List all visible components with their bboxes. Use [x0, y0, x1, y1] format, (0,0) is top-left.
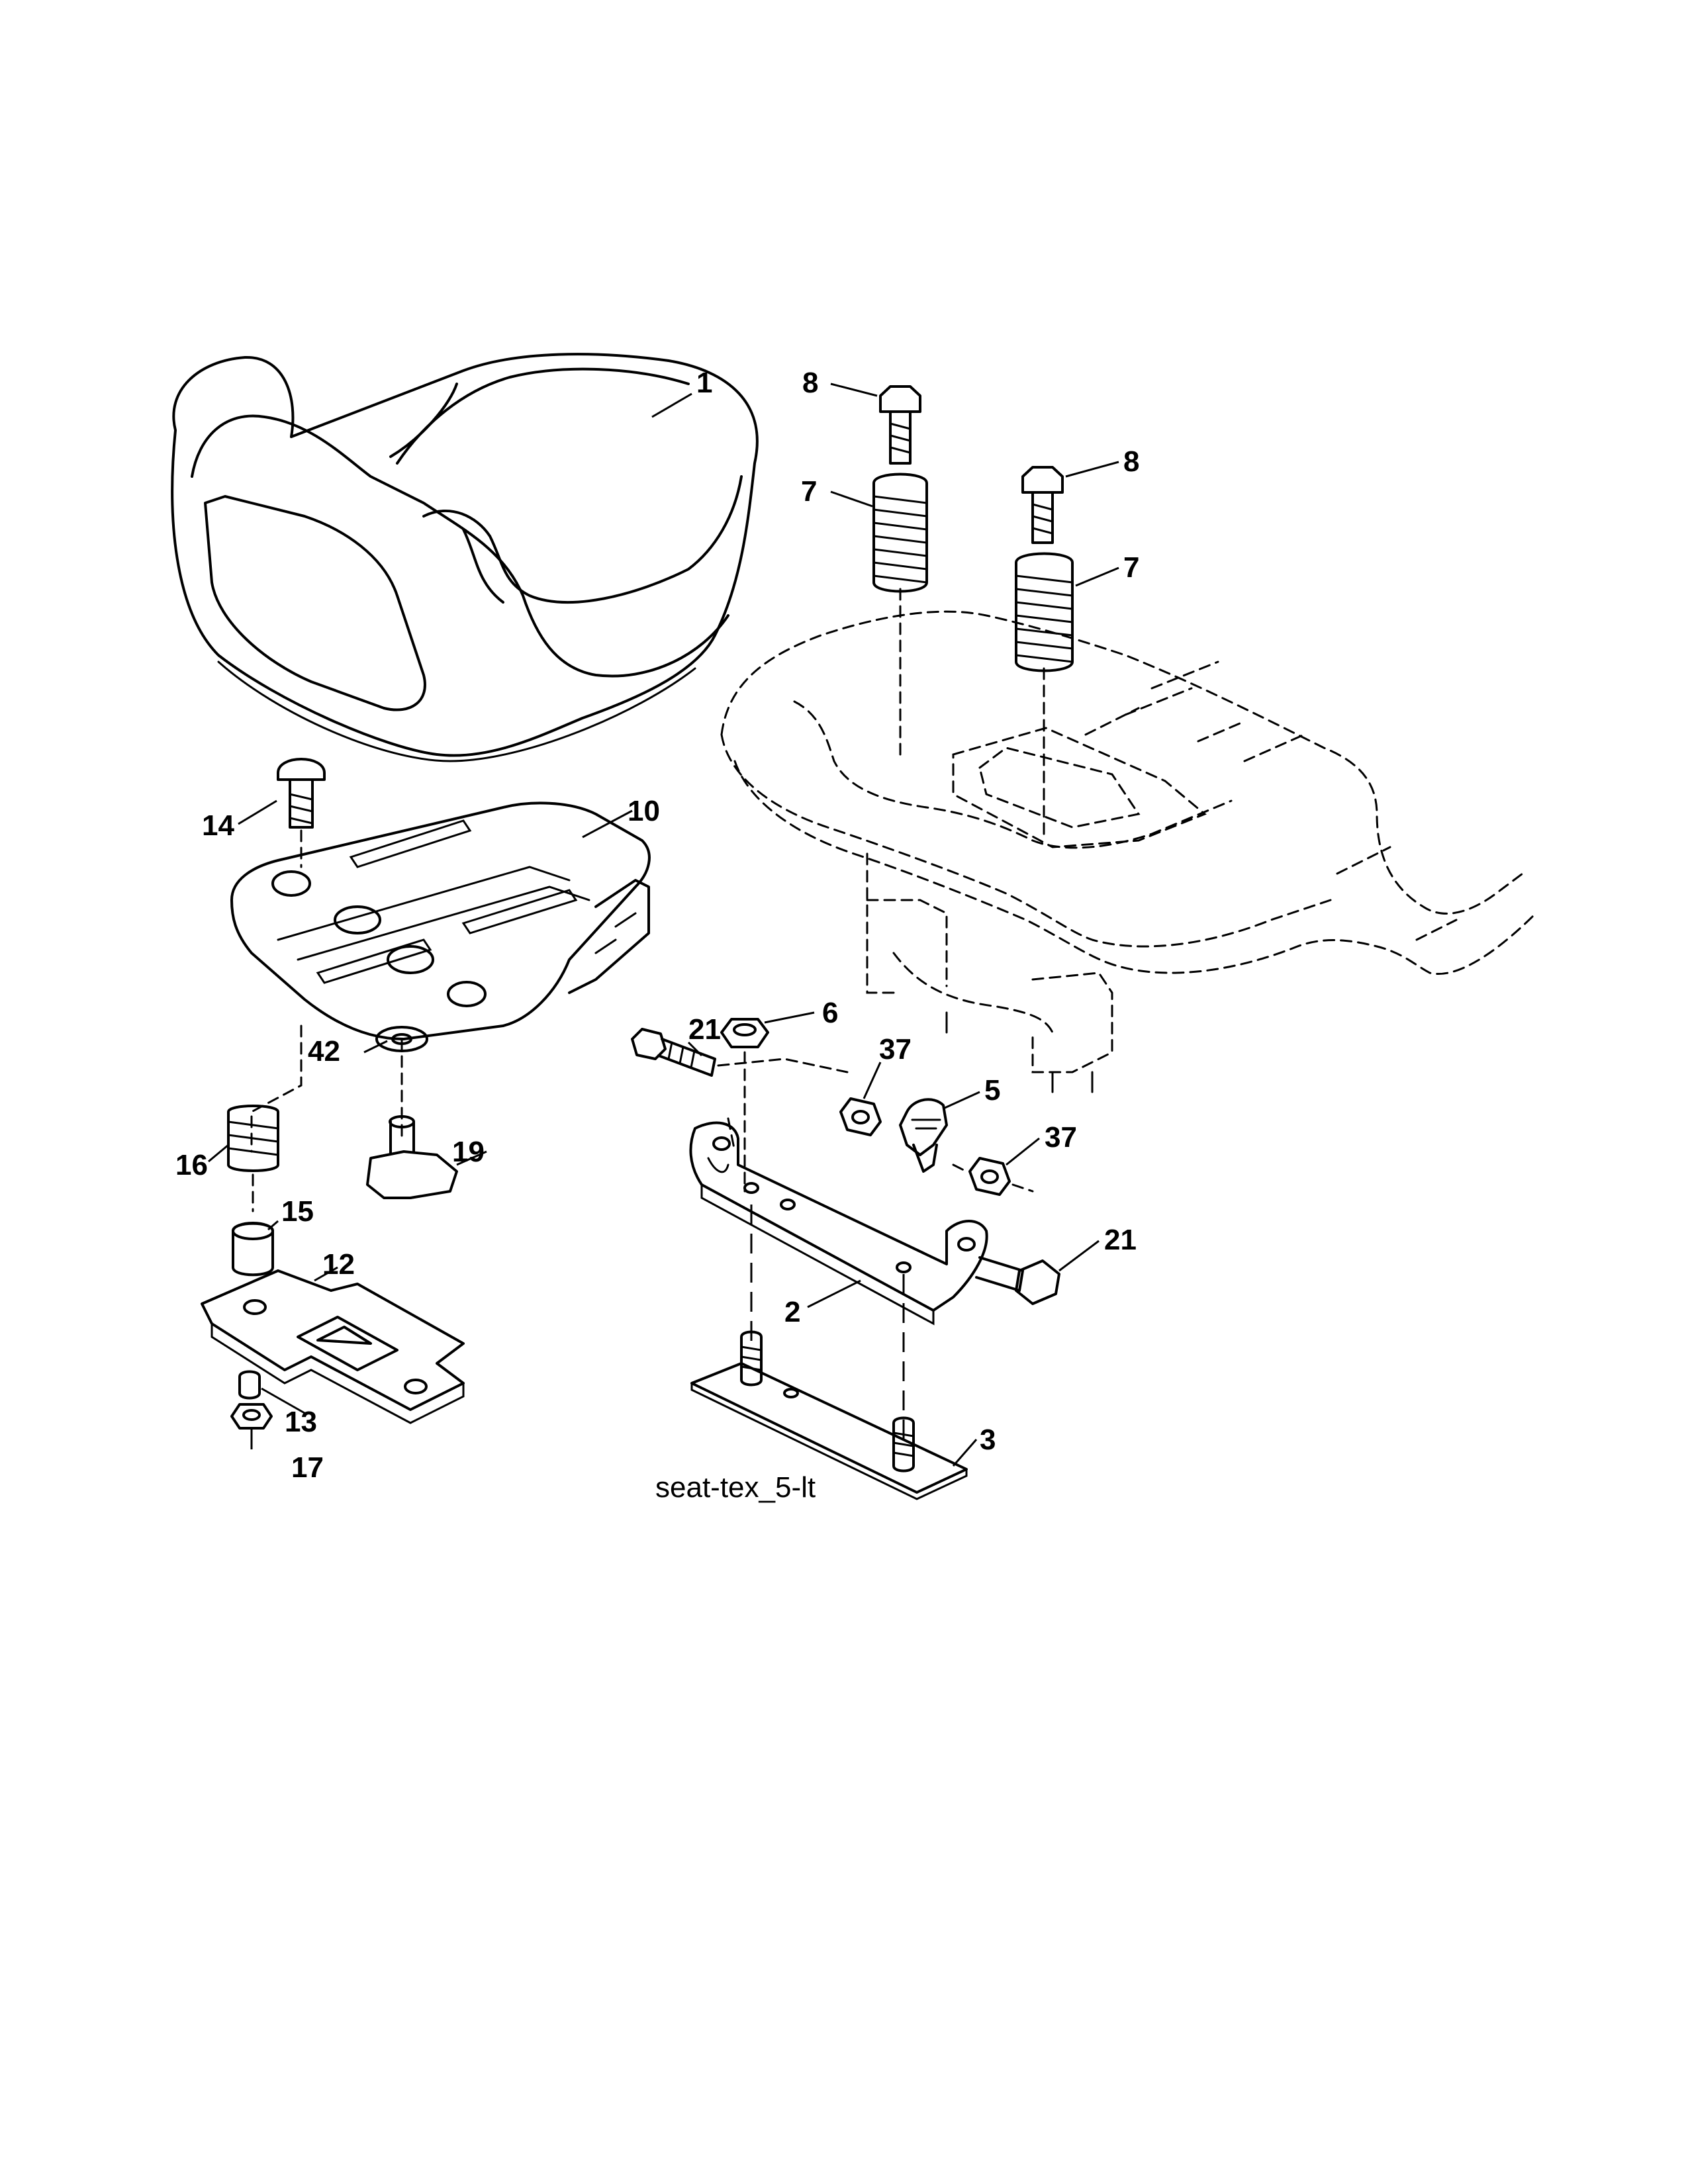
- diagram-caption: seat-tex_5-lt: [655, 1471, 816, 1504]
- callout-carriage-bolt: 14: [202, 809, 234, 842]
- slide-plate-drawing: [201, 1269, 465, 1424]
- callout-washer: 42: [308, 1035, 340, 1068]
- callout-mount-plate: 3: [980, 1424, 996, 1456]
- bolt-bracket-left-drawing: [631, 1028, 716, 1077]
- seat-drawing: [171, 353, 759, 762]
- callout-spacer: 15: [281, 1195, 314, 1228]
- callout-seat: 1: [696, 367, 712, 399]
- bushing-drawing: [238, 1370, 261, 1400]
- callout-knob: 19: [452, 1136, 485, 1168]
- callout-bolt-bracket-right: 21: [1104, 1224, 1137, 1256]
- mount-plate-drawing: [690, 1330, 968, 1500]
- bolt-right-drawing: [1021, 466, 1064, 544]
- callout-seat-pan: 10: [628, 795, 660, 827]
- switch-alignment: [952, 1163, 1034, 1193]
- bolt-bracket-right-drawing: [975, 1256, 1060, 1305]
- knob-drawing: [366, 1115, 458, 1199]
- callout-slide-plate: 12: [322, 1248, 355, 1281]
- pan-alignment-lines: [250, 1024, 403, 1153]
- callout-bolt-right: 8: [1123, 445, 1139, 478]
- callout-switch: 5: [984, 1074, 1000, 1107]
- callout-bracket: 2: [784, 1296, 800, 1328]
- callout-bushing: 13: [285, 1406, 317, 1438]
- carriage-bolt-drawing: [277, 758, 326, 829]
- nut-top-drawing: [720, 1018, 769, 1048]
- nut-37-right-drawing: [968, 1157, 1011, 1196]
- bracket-drawing: [689, 1121, 988, 1326]
- locknut-drawing: [230, 1403, 273, 1430]
- callout-bolt-bracket-left: 21: [688, 1013, 721, 1046]
- callout-nut-top: 6: [822, 997, 838, 1029]
- callout-bolt-left: 8: [802, 367, 818, 399]
- seat-pan-drawing: [230, 801, 651, 1040]
- spring-right-drawing: [1015, 552, 1074, 672]
- spacer-drawing: [232, 1222, 274, 1277]
- spring-alignment-lines: [899, 588, 1045, 839]
- switch-drawing: [899, 1098, 948, 1173]
- callout-spring-left: 7: [801, 475, 817, 508]
- callout-spring-small: 16: [175, 1149, 208, 1181]
- callout-spring-right: 7: [1123, 551, 1139, 584]
- spring-small-drawing: [227, 1105, 279, 1172]
- nut-37-left-drawing: [839, 1097, 882, 1136]
- callout-nut-37-right: 37: [1045, 1121, 1077, 1154]
- callout-nut-37-left: 37: [879, 1033, 912, 1066]
- nut-top-alignment: [717, 1051, 849, 1193]
- leader-lines: [208, 383, 1119, 1467]
- washer-drawing: [375, 1026, 428, 1052]
- spring-left-drawing: [872, 473, 928, 593]
- fender-phantom-drawing: [720, 610, 1537, 1093]
- bolt-left-drawing: [879, 385, 921, 465]
- callout-locknut: 17: [291, 1451, 324, 1484]
- bracket-alignment-lines: [750, 1205, 905, 1443]
